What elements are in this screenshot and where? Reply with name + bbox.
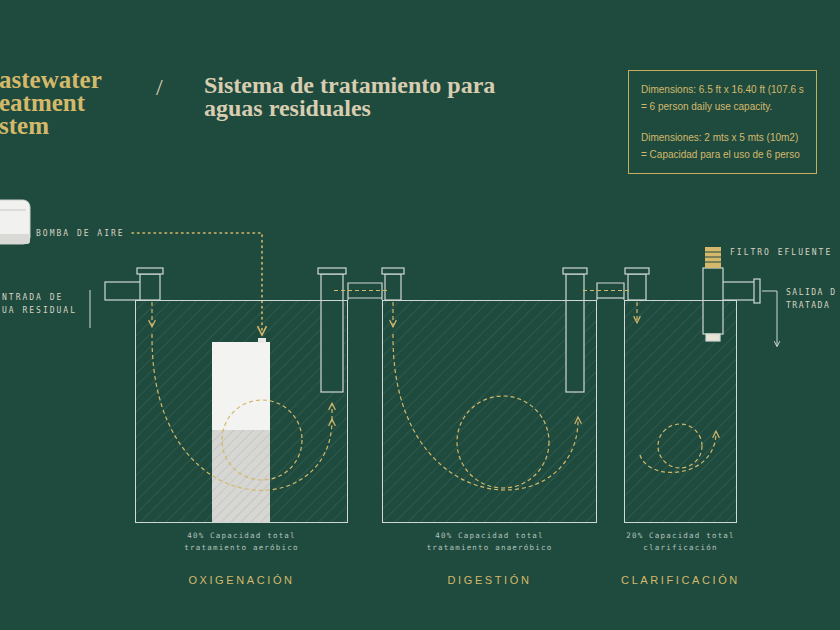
pipe-line <box>583 290 630 291</box>
inlet-bracket <box>90 290 91 328</box>
title-separator: / <box>156 74 163 101</box>
tank-caption: 40% Capacidad total tratamiento aeróbico… <box>172 522 312 586</box>
dimension-text: = Capacidad para el uso de 6 perso <box>641 146 804 163</box>
air-line <box>132 233 262 334</box>
air-pump-icon <box>0 200 30 244</box>
pipes <box>105 268 760 392</box>
tank-caption: 20% Capacidad total clarificaciónCLARIFI… <box>611 522 751 586</box>
pipe-line <box>334 290 388 291</box>
capacity-note: 40% Capacidad total tratamiento aeróbico <box>172 530 312 554</box>
connecting-pipe <box>583 283 630 300</box>
connecting-pipe <box>334 283 388 300</box>
clarifier-tank: 20% Capacidad total clarificaciónCLARIFI… <box>624 300 737 523</box>
capacity-note: 20% Capacidad total clarificación <box>611 530 751 554</box>
pipe-line <box>597 283 624 300</box>
dimensions-box: Dimensions: 6.5 ft x 16.40 ft (107.6 s= … <box>628 70 817 174</box>
filter-label: FILTRO EFLUENTE <box>730 246 832 259</box>
inlet-label: NTRADA DE UA RESIDUAL <box>2 291 80 317</box>
outlet-line <box>762 291 777 346</box>
english-title: astewater eatment stem <box>0 68 101 137</box>
capacity-note: 40% Capacidad total tratamiento anaeróbi… <box>420 530 560 554</box>
stage-name: DIGESTIÓN <box>420 574 560 586</box>
flow-paths <box>152 302 716 490</box>
dimension-text: = 6 person daily use capacity. <box>641 98 804 115</box>
dimension-text: Dimensiones: 2 mts x 5 mts (10m2) <box>641 129 804 146</box>
aerobic-tank: 40% Capacidad total tratamiento aeróbico… <box>135 300 348 523</box>
pipe-line <box>597 297 624 298</box>
tank-caption: 40% Capacidad total tratamiento anaeróbi… <box>420 522 560 586</box>
anaerobic-tank: 40% Capacidad total tratamiento anaeróbi… <box>382 300 597 523</box>
pipe-line <box>348 297 382 298</box>
stage-name: CLARIFICACIÓN <box>611 574 751 586</box>
aerator-unit <box>212 338 270 523</box>
pipe-line <box>348 283 382 300</box>
effluent-filter <box>705 247 721 268</box>
stage-name: OXIGENACIÓN <box>172 574 312 586</box>
pump-label: BOMBA DE AIRE <box>36 227 125 240</box>
dimension-text: Dimensions: 6.5 ft x 16.40 ft (107.6 s <box>641 81 804 98</box>
diagram-title: Sistema de tratamiento para aguas residu… <box>204 74 509 120</box>
tank-hatching <box>135 300 737 523</box>
outlet-label: SALIDA D TRATADA <box>786 286 838 312</box>
